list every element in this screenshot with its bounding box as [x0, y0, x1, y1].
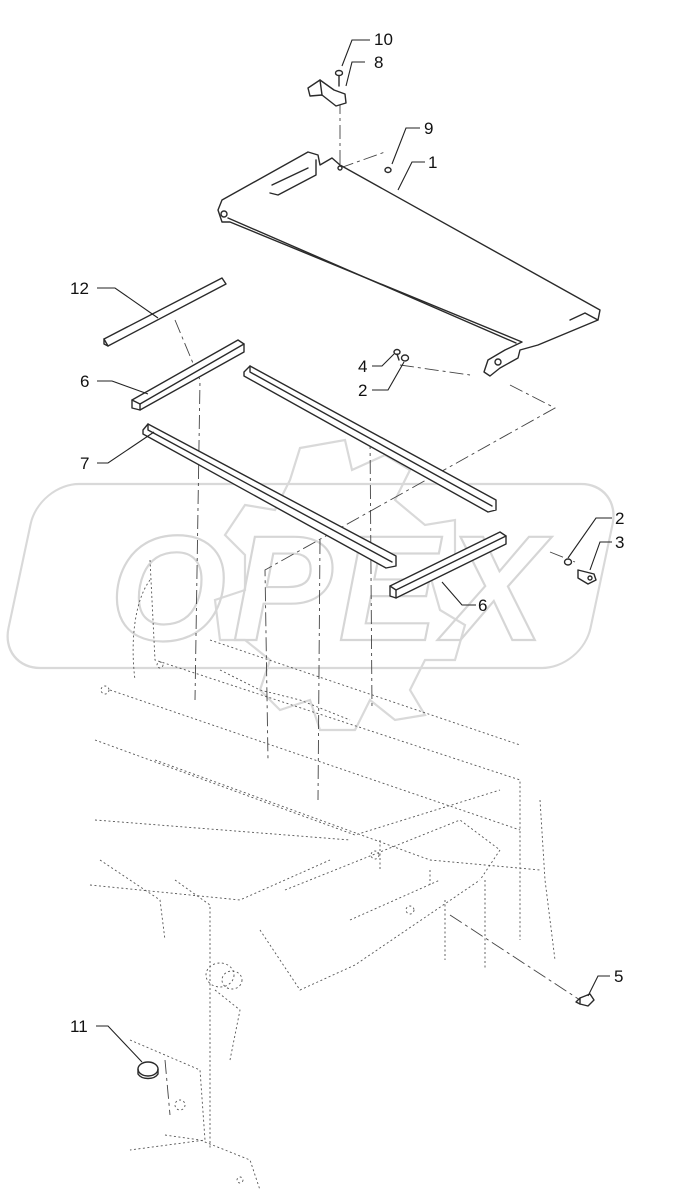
callout-labels: 10 8 9 1 12 4 2 6 7 2 3 6 5 11: [70, 30, 624, 1036]
part-6-block-upper: [131, 339, 245, 411]
callout-10: 10: [374, 30, 393, 49]
leader-lines: [96, 39, 612, 1063]
callout-12: 12: [70, 279, 89, 298]
callout-3: 3: [615, 533, 624, 552]
part-7-rail-left: [142, 423, 397, 569]
part-6-block-lower: [389, 531, 507, 599]
part-3-bolt: [577, 569, 597, 585]
part-2-washer-lower: [563, 558, 573, 566]
part-2-washer-upper: [400, 354, 410, 362]
part-11-plug: [137, 1061, 159, 1080]
part-1-top-plate: [217, 151, 601, 377]
part-8-clip: [307, 79, 347, 107]
part-4-screw: [393, 348, 401, 361]
watermark-badge: [6, 482, 615, 670]
callout-4: 4: [358, 357, 367, 376]
callout-6-upper: 6: [80, 372, 89, 391]
callout-9: 9: [424, 119, 433, 138]
part-10-screw: [334, 69, 344, 87]
callout-11: 11: [70, 1017, 88, 1036]
assembly-lines: [164, 100, 581, 1116]
callout-2-upper: 2: [358, 381, 367, 400]
watermark-logo: OPEX: [6, 438, 615, 732]
callout-5: 5: [614, 967, 623, 986]
callout-2-lower: 2: [615, 509, 624, 528]
watermark-gear: [213, 438, 467, 732]
callout-7: 7: [80, 454, 89, 473]
callout-6-lower: 6: [478, 596, 487, 615]
machine-frame: [89, 559, 556, 1191]
callout-1: 1: [428, 153, 437, 172]
part-5-bolt: [575, 993, 595, 1007]
part-7-rail-right: [243, 365, 497, 513]
callout-8: 8: [374, 53, 383, 72]
part-9-nut: [384, 166, 392, 174]
part-12-strip: [103, 277, 227, 347]
